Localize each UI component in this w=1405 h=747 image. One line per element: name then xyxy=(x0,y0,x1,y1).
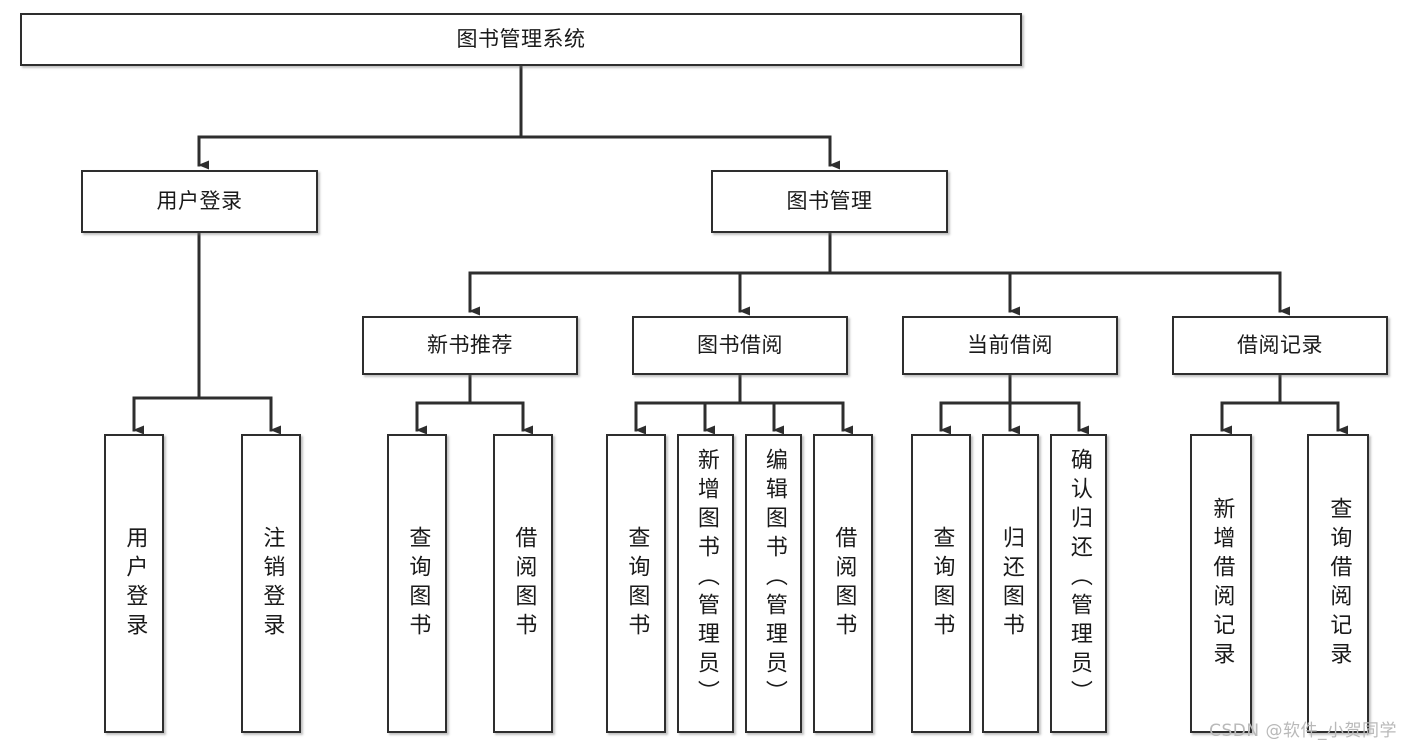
node-leaf-borrow-book-1[interactable]: 借阅图书 xyxy=(493,434,553,733)
node-current-borrow-label: 当前借阅 xyxy=(967,332,1053,357)
node-leaf-query-book-2[interactable]: 查询图书 xyxy=(606,434,666,733)
node-book-manage-label: 图书管理 xyxy=(786,188,873,213)
node-leaf-query-borrow-record-label: 查询借阅记录 xyxy=(1326,496,1352,671)
node-leaf-user-login-label: 用户登录 xyxy=(122,525,148,642)
node-leaf-query-borrow-record[interactable]: 查询借阅记录 xyxy=(1307,434,1369,733)
node-leaf-return-book-label: 归还图书 xyxy=(998,525,1024,642)
node-borrow-record[interactable]: 借阅记录 xyxy=(1172,316,1388,375)
node-root-label: 图书管理系统 xyxy=(456,26,586,51)
node-new-book-recommend[interactable]: 新书推荐 xyxy=(362,316,578,375)
node-leaf-add-borrow-record[interactable]: 新增借阅记录 xyxy=(1190,434,1252,733)
node-leaf-query-book-1-label: 查询图书 xyxy=(405,525,431,642)
node-leaf-logout-login-label: 注销登录 xyxy=(259,525,285,642)
node-leaf-edit-book-admin[interactable]: 编辑图书（管理员） xyxy=(745,434,802,733)
node-current-borrow[interactable]: 当前借阅 xyxy=(902,316,1118,375)
node-leaf-add-borrow-record-label: 新增借阅记录 xyxy=(1209,496,1235,671)
node-user-login[interactable]: 用户登录 xyxy=(81,170,318,233)
node-leaf-query-book-2-label: 查询图书 xyxy=(624,525,650,642)
node-book-manage[interactable]: 图书管理 xyxy=(711,170,948,233)
node-leaf-edit-book-admin-label: 编辑图书（管理员） xyxy=(761,448,787,709)
node-leaf-confirm-return-admin-label: 确认归还（管理员） xyxy=(1066,448,1092,709)
node-leaf-add-book-admin-label: 新增图书（管理员） xyxy=(693,448,719,709)
node-leaf-add-book-admin[interactable]: 新增图书（管理员） xyxy=(677,434,734,733)
node-root[interactable]: 图书管理系统 xyxy=(20,13,1022,66)
node-book-borrow-label: 图书借阅 xyxy=(697,332,783,357)
node-borrow-record-label: 借阅记录 xyxy=(1237,332,1323,357)
node-book-borrow[interactable]: 图书借阅 xyxy=(632,316,848,375)
node-leaf-borrow-book-1-label: 借阅图书 xyxy=(511,525,537,642)
node-leaf-confirm-return-admin[interactable]: 确认归还（管理员） xyxy=(1050,434,1107,733)
node-leaf-query-book-3-label: 查询图书 xyxy=(929,525,955,642)
node-leaf-query-book-3[interactable]: 查询图书 xyxy=(911,434,971,733)
node-leaf-logout-login[interactable]: 注销登录 xyxy=(241,434,301,733)
node-user-login-label: 用户登录 xyxy=(156,188,243,213)
node-leaf-return-book[interactable]: 归还图书 xyxy=(982,434,1039,733)
node-leaf-query-book-1[interactable]: 查询图书 xyxy=(387,434,447,733)
node-leaf-borrow-book-2[interactable]: 借阅图书 xyxy=(813,434,873,733)
node-new-book-recommend-label: 新书推荐 xyxy=(427,332,513,357)
node-leaf-user-login[interactable]: 用户登录 xyxy=(104,434,164,733)
csdn-watermark: CSDN @软件_小贺同学 xyxy=(1209,721,1397,741)
node-leaf-borrow-book-2-label: 借阅图书 xyxy=(831,525,857,642)
